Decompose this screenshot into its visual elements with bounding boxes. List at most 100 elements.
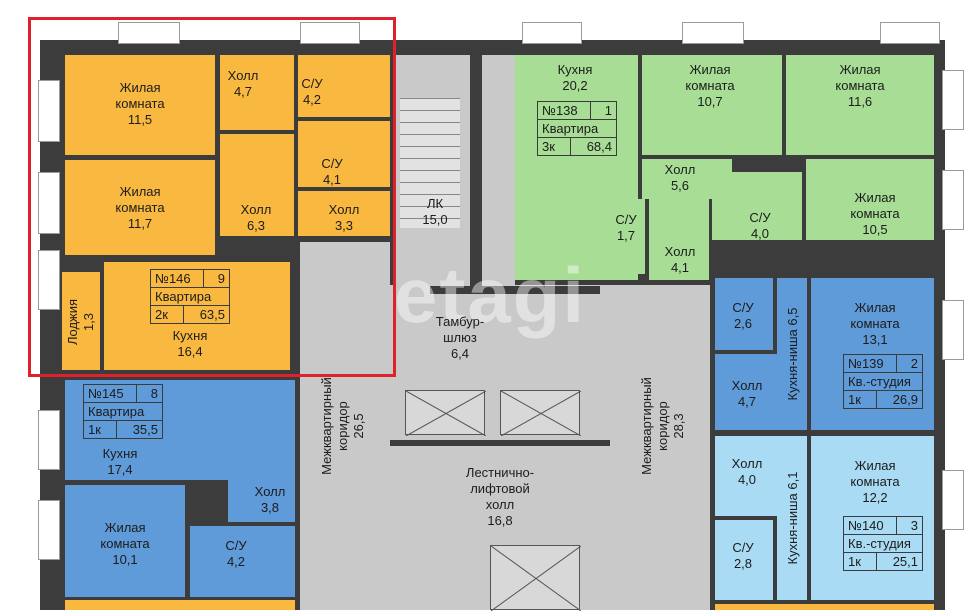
apt145-bath — [190, 526, 295, 597]
window — [38, 410, 60, 470]
corridor-right-label: Межквартирный коридор 28,3 — [639, 377, 686, 475]
window — [942, 170, 964, 230]
elevator — [500, 390, 581, 436]
window — [942, 70, 964, 130]
apt138-living3-label: Жилая комната 10,5 — [850, 190, 900, 237]
corridor-left — [300, 242, 390, 610]
apt138-rooms: 3к — [542, 139, 555, 154]
apt145-hall-label: Холл 3,8 — [254, 484, 286, 515]
elevator — [405, 390, 486, 436]
window — [942, 300, 964, 360]
apt146-hall2 — [220, 134, 294, 236]
apt140-niche-label: Кухня-ниша 6,1 — [785, 471, 800, 565]
apt145-living-label: Жилая комната 10,1 — [100, 520, 150, 567]
apt140-floor: 3 — [910, 518, 918, 533]
apt146-info-box: №146 9 Квартира 2к 63,5 — [150, 269, 230, 324]
apt139-bath — [715, 278, 773, 350]
apt139-number: №139 — [848, 356, 884, 371]
apt146-hall1 — [220, 55, 294, 130]
window — [522, 22, 582, 44]
window — [942, 470, 964, 530]
watermark: etagi — [393, 251, 587, 339]
apt146-living1-label: Жилая комната 11,5 — [115, 80, 165, 127]
apt138-bath2 — [712, 172, 802, 240]
apt138-area: 68,4 — [586, 139, 612, 154]
core-wall — [390, 440, 610, 446]
apt138-living1 — [642, 55, 782, 155]
apt140-living — [811, 436, 934, 600]
apt145-floor: 8 — [150, 386, 158, 401]
apt146-hall2-label: Холл 6,3 — [240, 202, 272, 233]
apt138-info-box: №138 1 Квартира 3к 68,4 — [537, 101, 617, 156]
apt139-floor: 2 — [910, 356, 918, 371]
apt146-number: №146 — [155, 271, 191, 286]
apt138-living3 — [806, 159, 934, 240]
apt139-hall-label: Холл 4,7 — [731, 378, 763, 409]
window — [38, 250, 60, 310]
apt146-hall3 — [298, 191, 390, 236]
apt138-hall2 — [649, 199, 709, 280]
apt145-living — [65, 485, 185, 597]
apt139-type: Кв.-студия — [848, 374, 911, 389]
apt145-area: 35,5 — [132, 422, 158, 437]
apt139-bath-label: С/У 2,6 — [732, 300, 754, 331]
bottom-apartment-right — [715, 604, 934, 610]
apt146-bath2 — [298, 121, 390, 187]
apt138-floor: 1 — [604, 103, 612, 118]
apt146-living2 — [65, 160, 215, 255]
apt138-kitchen-label: Кухня 20,2 — [557, 62, 593, 93]
apt146-kitchen-label: Кухня 16,4 — [172, 328, 208, 359]
selected-apartment-highlight[interactable] — [28, 17, 396, 377]
window — [118, 22, 180, 44]
apt140-area: 25,1 — [892, 554, 918, 569]
apt140-niche — [777, 436, 807, 600]
apt145-kitchen-label: Кухня 17,4 — [102, 446, 138, 477]
core-wall — [430, 286, 600, 294]
apt140-bath-label: С/У 2,8 — [732, 540, 754, 571]
apt138-number: №138 — [542, 103, 578, 118]
apt146-type: Квартира — [155, 289, 212, 304]
apt145-bath-label: С/У 4,2 — [225, 538, 247, 569]
apt140-number: №140 — [848, 518, 884, 533]
apt139-niche — [777, 278, 807, 430]
window — [38, 172, 60, 234]
window — [880, 22, 940, 44]
apt146-kitchen — [104, 262, 290, 370]
elevator — [490, 545, 581, 611]
apt138-bath1 — [605, 199, 645, 274]
apt138-living1-label: Жилая комната 10,7 — [685, 62, 735, 109]
apt138-type: Квартира — [542, 121, 599, 136]
apt138-bath1-label: С/У 1,7 — [615, 212, 637, 243]
apt146-bath2-label: С/У 4,1 — [321, 156, 343, 187]
apt140-rooms: 1к — [848, 554, 861, 569]
apt140-hall — [715, 436, 781, 516]
core-wall — [470, 55, 482, 287]
corridor-right — [610, 285, 710, 610]
apt146-living1 — [65, 55, 215, 155]
apt138-hall2-label: Холл 4,1 — [664, 244, 696, 275]
window — [38, 80, 60, 142]
apt146-floor: 9 — [217, 271, 225, 286]
window — [682, 22, 744, 44]
apt145-rooms: 1к — [88, 422, 101, 437]
apt138-living2-label: Жилая комната 11,6 — [835, 62, 885, 109]
apt139-niche-label: Кухня-ниша 6,5 — [785, 307, 800, 401]
apt145-type: Квартира — [88, 404, 145, 419]
apt146-bath1 — [298, 55, 390, 117]
apt139-rooms: 1к — [848, 392, 861, 407]
apt146-loggia — [62, 272, 100, 370]
apt140-bath — [715, 520, 773, 600]
apt146-area: 63,5 — [199, 307, 225, 322]
stairs — [400, 98, 460, 228]
apt146-rooms: 2к — [155, 307, 168, 322]
core-lift-hall-label: Лестнично- лифтовой холл 16,8 — [465, 465, 535, 528]
apt146-bath1-label: С/У 4,2 — [301, 76, 323, 107]
core-lk-label: ЛК 15,0 — [422, 196, 448, 227]
apt140-living-label: Жилая комната 12,2 — [850, 458, 900, 505]
apt138-bath2-label: С/У 4,0 — [749, 210, 771, 241]
apt138-hall1-label: Холл 5,6 — [664, 162, 696, 193]
apt139-living-label: Жилая комната 13,1 — [850, 300, 900, 347]
